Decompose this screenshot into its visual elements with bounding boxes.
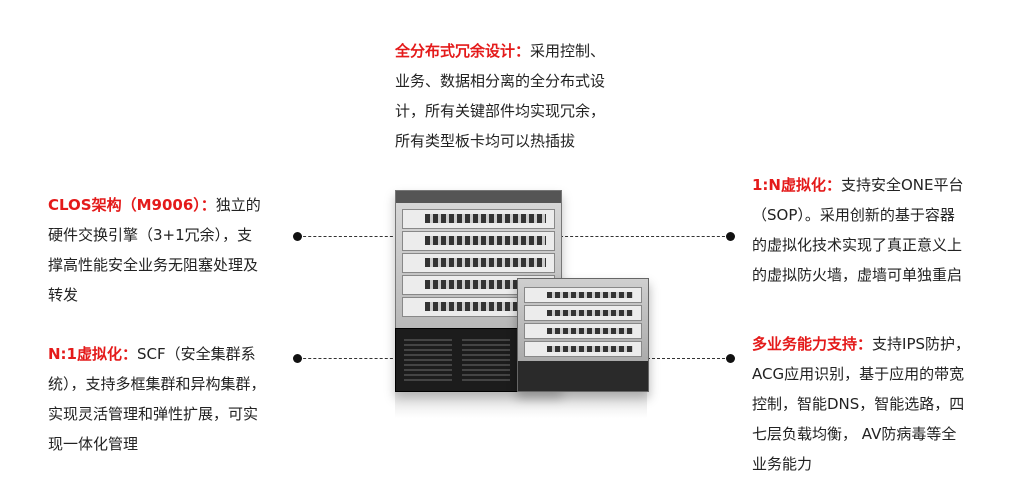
callout-text: 业务能力 bbox=[752, 455, 813, 473]
callout-text: 的虚拟防火墙，虚墙可单独重启 bbox=[752, 266, 963, 284]
callout-n1-virtualization: N:1虚拟化：SCF（安全集群系 统），支持多框集群和异构集群， 实现灵活管理和… bbox=[48, 339, 266, 459]
connector-line-n1 bbox=[298, 358, 398, 359]
connector-dot-n1 bbox=[293, 354, 302, 363]
callout-text: 支持安全ONE平台 bbox=[841, 176, 964, 194]
callout-text: （SOP）。采用创新的基于容器 bbox=[752, 206, 955, 224]
fan-tray bbox=[395, 328, 522, 392]
small-chassis bbox=[517, 278, 649, 392]
connector-line-clos bbox=[298, 236, 398, 237]
connector-dot-clos bbox=[293, 232, 302, 241]
callout-text: 实现灵活管理和弹性扩展，可实 bbox=[48, 405, 259, 423]
callout-title: 1:N虚拟化： bbox=[752, 176, 841, 194]
callout-text: 统），支持多框集群和异构集群， bbox=[48, 375, 266, 393]
callout-text: SCF（安全集群系 bbox=[137, 345, 256, 363]
connector-dot-1n bbox=[726, 232, 735, 241]
callout-title: CLOS架构（M9006）： bbox=[48, 196, 216, 214]
callout-title: 全分布式冗余设计： bbox=[395, 42, 531, 60]
callout-text: 现一体化管理 bbox=[48, 435, 139, 453]
callout-text: 支持IPS防护， bbox=[872, 335, 971, 353]
callout-text: 业务、数据相分离的全分布式设 bbox=[395, 72, 606, 90]
callout-text: 计，所有关键部件均实现冗余， bbox=[395, 102, 606, 120]
callout-text: ACG应用识别，基于应用的带宽 bbox=[752, 365, 965, 383]
callout-multi-service: 多业务能力支持：支持IPS防护， ACG应用识别，基于应用的带宽 控制，智能DN… bbox=[752, 329, 970, 479]
callout-distributed-redundancy: 全分布式冗余设计：采用控制、 业务、数据相分离的全分布式设 计，所有关键部件均实… bbox=[395, 36, 605, 156]
callout-text: 所有类型板卡均可以热插拔 bbox=[395, 132, 576, 150]
callout-text: 硬件交换引擎（3+1冗余），支 bbox=[48, 226, 253, 244]
callout-text: 控制，智能DNS，智能选路，四 bbox=[752, 395, 965, 413]
callout-clos-architecture: CLOS架构（M9006）：独立的 硬件交换引擎（3+1冗余），支 撑高性能安全… bbox=[48, 190, 261, 310]
callout-text: 独立的 bbox=[215, 196, 261, 214]
callout-title: N:1虚拟化： bbox=[48, 345, 137, 363]
callout-1n-virtualization: 1:N虚拟化：支持安全ONE平台 （SOP）。采用创新的基于容器 的虚拟化技术实… bbox=[752, 170, 964, 290]
callout-text: 撑高性能安全业务无阻塞处理及 bbox=[48, 256, 259, 274]
connector-line-multi bbox=[647, 358, 730, 359]
callout-text: 采用控制、 bbox=[530, 42, 606, 60]
callout-title: 多业务能力支持： bbox=[752, 335, 873, 353]
callout-text: 的虚拟化技术实现了真正意义上 bbox=[752, 236, 963, 254]
connector-dot-multi bbox=[726, 354, 735, 363]
callout-text: 七层负载均衡， AV防病毒等全 bbox=[752, 425, 957, 443]
connector-line-1n bbox=[560, 236, 730, 237]
large-chassis bbox=[395, 190, 562, 392]
device-reflection bbox=[395, 392, 647, 418]
callout-text: 转发 bbox=[48, 286, 79, 304]
